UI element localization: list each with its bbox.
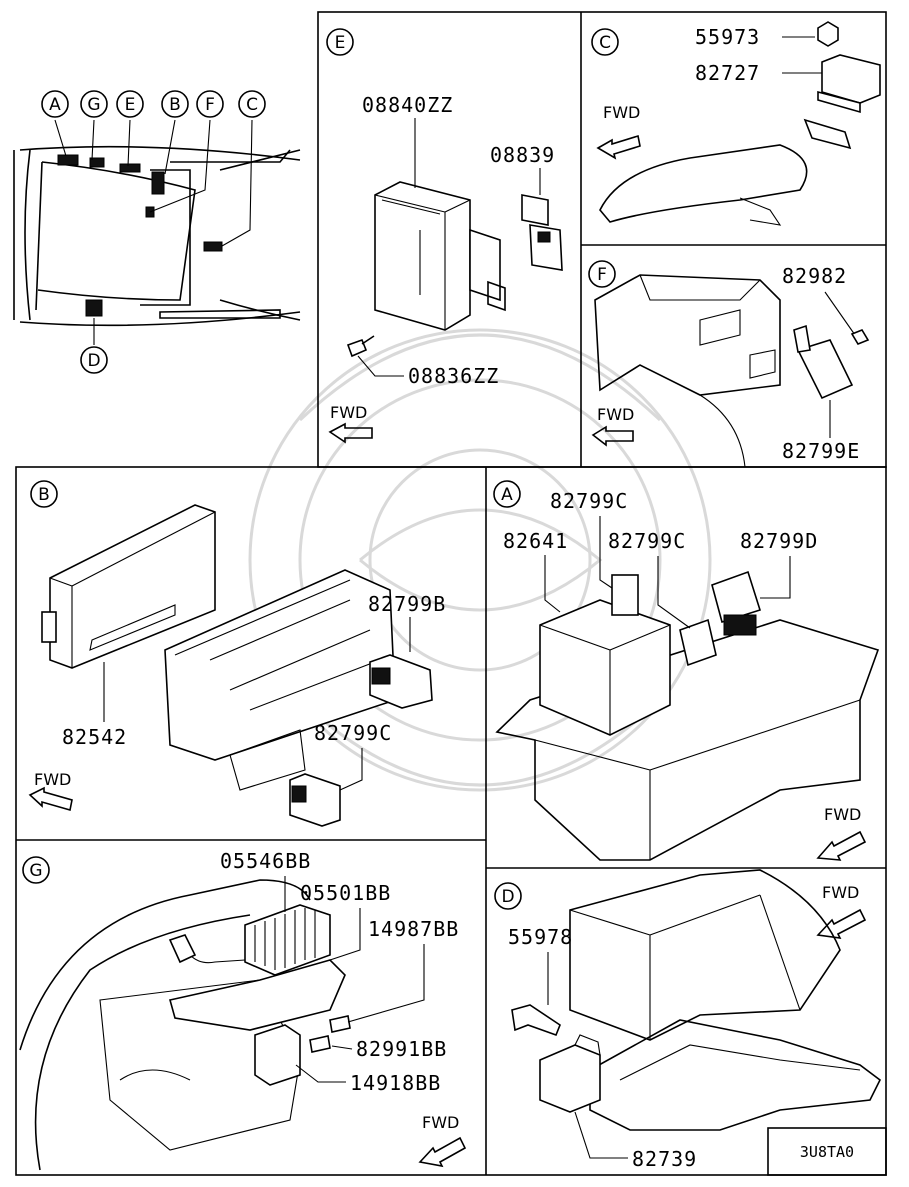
panel-a-letter: A [501,485,513,505]
panel-a: A 82799C 82641 82799C 82799D FWD [493,480,880,861]
fwd-label-e: FWD [330,403,367,422]
vehicle-overview [13,119,301,345]
panel-e-letter: E [335,33,346,53]
label-82799c-b: 82799C [314,721,392,745]
diagram-code: 3U8TA0 [800,1143,854,1161]
panel-f: F 82982 82799E FWD [588,260,870,468]
label-82991bb: 82991BB [356,1037,447,1061]
label-82799b: 82799B [368,592,446,616]
panel-d: D 55978 82739 FWD 3U8TA0 [494,869,887,1176]
label-08840zz: 08840ZZ [362,93,453,117]
panel-g-letter: G [29,861,42,881]
panel-g: G 05546BB 05501BB 14987BB 82991BB 14918B… [19,849,467,1171]
label-55978: 55978 [508,925,573,949]
label-82739: 82739 [632,1147,697,1171]
label-14987bb: 14987BB [368,917,459,941]
callout-d: D [87,351,100,371]
fwd-label-c: FWD [603,103,640,122]
callout-a: A [49,95,61,115]
callout-e: E [125,95,136,115]
fwd-label-g: FWD [422,1113,459,1132]
label-05546bb: 05546BB [220,849,311,873]
label-82799c-a1: 82799C [550,489,628,513]
fwd-label-b: FWD [34,770,71,789]
label-14918bb: 14918BB [350,1071,441,1095]
fwd-label-d: FWD [822,883,859,902]
label-82799e: 82799E [782,439,860,463]
fwd-label-a: FWD [824,805,861,824]
callout-b: B [169,95,181,115]
panel-c: C 55973 82727 FWD [591,21,881,226]
watermark-emblem [248,328,712,792]
panel-c-letter: C [599,33,611,53]
overview-callouts: A G E B F C D [41,90,266,374]
panel-d-letter: D [501,887,514,907]
callout-f: F [205,95,215,115]
callout-g: G [87,95,100,115]
label-08836zz: 08836ZZ [408,364,499,388]
panel-b-letter: B [38,485,50,505]
label-05501bb: 05501BB [300,881,391,905]
label-82799c-a2: 82799C [608,529,686,553]
label-82799d: 82799D [740,529,818,553]
label-82641: 82641 [503,529,568,553]
panel-frames [15,11,887,1176]
callout-c: C [246,95,258,115]
panel-b: B 82799B 82542 82799C FWD [28,480,446,827]
label-82727: 82727 [695,61,760,85]
label-55973: 55973 [695,25,760,49]
label-82982: 82982 [782,264,847,288]
label-82542: 82542 [62,725,127,749]
panel-e: E 08840ZZ 08839 08836ZZ FWD [326,28,563,444]
label-08839: 08839 [490,143,555,167]
panel-f-letter: F [597,265,607,285]
fwd-label-f: FWD [597,405,634,424]
